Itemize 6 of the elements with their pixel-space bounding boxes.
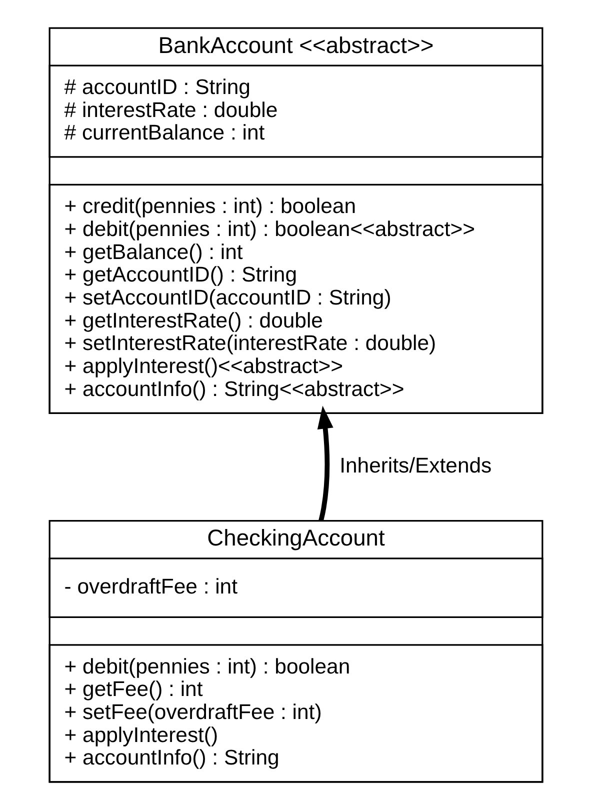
- node-box: # accountID : String # interestRate : double # currentBalance : int: [48, 64, 544, 158]
- edge-label: Inherits/Extends: [340, 454, 492, 478]
- node-box: + debit(pennies : int) : boolean + getFee() : int + setFee(overdraftFee : int) + applyInterest() + accountInfo() : String: [48, 644, 544, 783]
- node-box: - overdraftFee : int: [48, 558, 544, 618]
- node-box: + credit(pennies : int) : boolean + debit(pennies : int) : boolean<<abstract>> + getBalance() : int + getAccountID() : String + setAccountID(accountID : String) + getInterestRate() : double + setInterestRate(interestRate : double) + applyInterest()<<abstract>> + accountInfo() : String<<abstract>>: [48, 184, 544, 414]
- arrow: [317, 406, 334, 522]
